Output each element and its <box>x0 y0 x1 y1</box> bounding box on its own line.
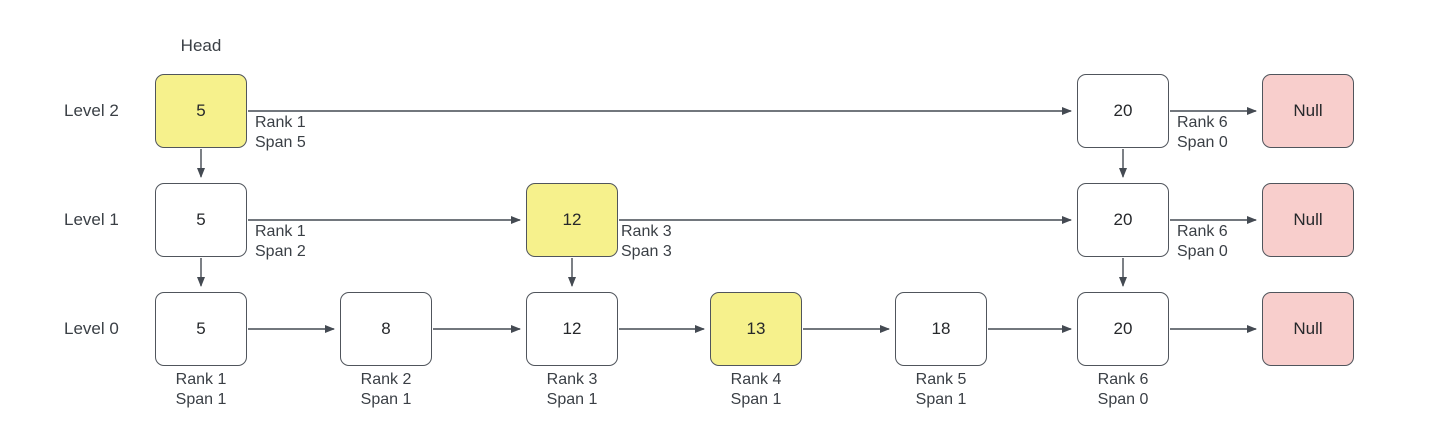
node-l2-null: Null <box>1262 74 1354 148</box>
node-value: 12 <box>562 210 582 229</box>
node-l1-5: 5 <box>155 183 247 257</box>
node-l0-8: 8 <box>340 292 432 366</box>
null-text: Null <box>1293 319 1323 338</box>
span-text: Span 3 <box>621 243 672 260</box>
node-l0-20: 20 <box>1077 292 1169 366</box>
rank-span-label-l2-5: Rank 1 Span 5 <box>255 113 306 153</box>
rank-text: Rank 5 <box>915 371 967 388</box>
rank-span-label-l1-20: Rank 6 Span 0 <box>1177 222 1228 262</box>
node-value: 5 <box>196 319 206 338</box>
head-label: Head <box>180 36 222 55</box>
rank-text: Rank 1 <box>175 371 227 388</box>
node-value: 20 <box>1113 210 1133 229</box>
rank-span-label-l0-13: Rank 4 Span 1 <box>710 370 802 410</box>
node-l1-null: Null <box>1262 183 1354 257</box>
node-l0-12: 12 <box>526 292 618 366</box>
null-text: Null <box>1293 101 1323 120</box>
level-0-label: Level 0 <box>64 319 119 338</box>
node-l0-null: Null <box>1262 292 1354 366</box>
node-value: 20 <box>1113 319 1133 338</box>
span-text: Span 1 <box>175 391 227 408</box>
rank-text: Rank 4 <box>730 371 782 388</box>
rank-span-label-l0-18: Rank 5 Span 1 <box>895 370 987 410</box>
rank-text: Rank 3 <box>546 371 598 388</box>
node-value: 18 <box>931 319 951 338</box>
node-value: 5 <box>196 210 206 229</box>
rank-span-label-l2-20: Rank 6 Span 0 <box>1177 113 1228 153</box>
rank-text: Rank 6 <box>1177 114 1228 131</box>
rank-span-label-l0-8: Rank 2 Span 1 <box>340 370 432 410</box>
span-text: Span 0 <box>1177 134 1228 151</box>
null-text: Null <box>1293 210 1323 229</box>
span-text: Span 1 <box>730 391 782 408</box>
rank-text: Rank 1 <box>255 114 306 131</box>
rank-span-label-l0-20: Rank 6 Span 0 <box>1077 370 1169 410</box>
rank-span-label-l1-12: Rank 3 Span 3 <box>621 222 672 262</box>
span-text: Span 0 <box>1097 391 1149 408</box>
node-l2-5: 5 <box>155 74 247 148</box>
node-l0-5: 5 <box>155 292 247 366</box>
level-1-label: Level 1 <box>64 210 119 229</box>
rank-text: Rank 3 <box>621 223 672 240</box>
level-2-label: Level 2 <box>64 101 119 120</box>
node-value: 8 <box>381 319 391 338</box>
node-l0-18: 18 <box>895 292 987 366</box>
node-value: 13 <box>746 319 766 338</box>
node-value: 12 <box>562 319 582 338</box>
node-l2-20: 20 <box>1077 74 1169 148</box>
rank-span-label-l0-5: Rank 1 Span 1 <box>155 370 247 410</box>
rank-text: Rank 1 <box>255 223 306 240</box>
node-value: 5 <box>196 101 206 120</box>
node-l1-12: 12 <box>526 183 618 257</box>
span-text: Span 0 <box>1177 243 1228 260</box>
span-text: Span 1 <box>360 391 412 408</box>
node-l1-20: 20 <box>1077 183 1169 257</box>
rank-span-label-l1-5: Rank 1 Span 2 <box>255 222 306 262</box>
rank-span-label-l0-12: Rank 3 Span 1 <box>526 370 618 410</box>
rank-text: Rank 2 <box>360 371 412 388</box>
span-text: Span 1 <box>546 391 598 408</box>
rank-text: Rank 6 <box>1177 223 1228 240</box>
rank-text: Rank 6 <box>1097 371 1149 388</box>
span-text: Span 5 <box>255 134 306 151</box>
node-l0-13: 13 <box>710 292 802 366</box>
span-text: Span 2 <box>255 243 306 260</box>
span-text: Span 1 <box>915 391 967 408</box>
node-value: 20 <box>1113 101 1133 120</box>
